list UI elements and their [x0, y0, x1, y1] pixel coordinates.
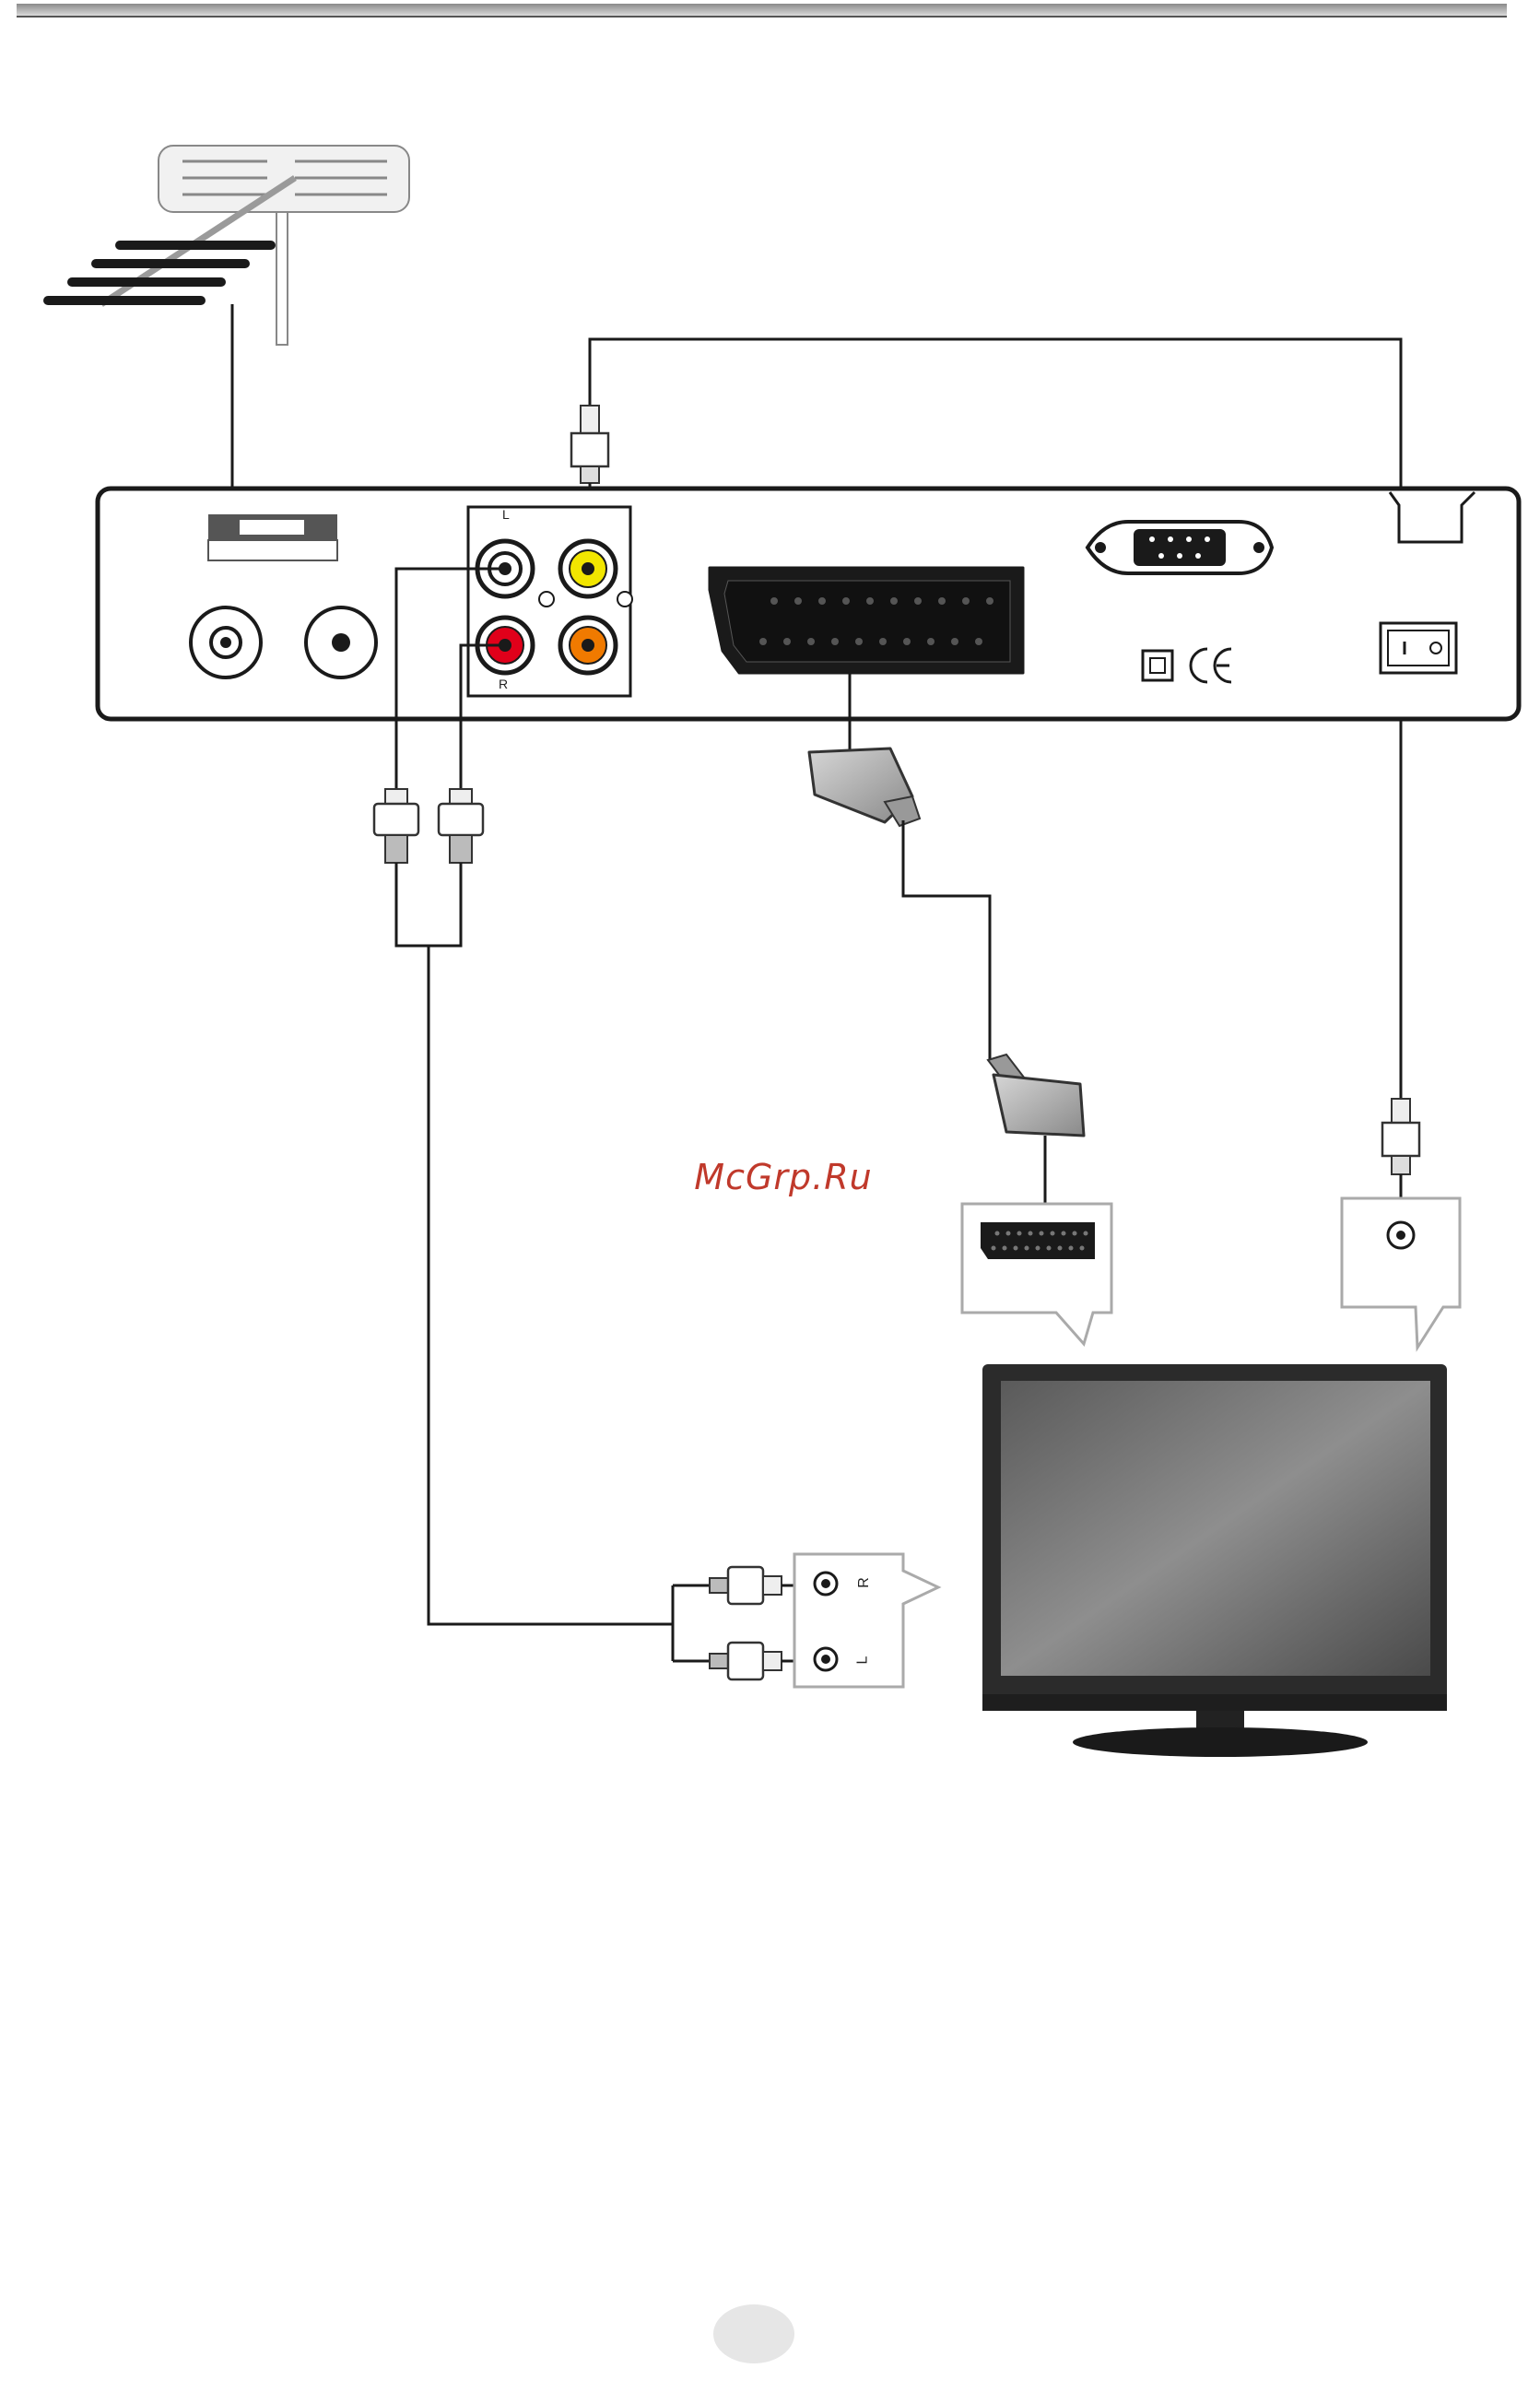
scart-plug-icon — [809, 748, 920, 826]
tv-audio-right-port — [815, 1573, 837, 1595]
tv-audio-right-label: R — [856, 1577, 873, 1588]
tv-icon — [982, 1364, 1447, 1757]
watermark: McGrp.Ru — [673, 1157, 894, 1197]
tv-audio-left-port — [815, 1648, 837, 1670]
digital-audio-jack[interactable] — [560, 618, 616, 673]
power-cord-notch — [1390, 492, 1475, 542]
tv-rf-port — [1388, 1222, 1414, 1248]
scart-trunk-cable — [903, 820, 990, 1060]
double-insulation-icon — [1143, 651, 1172, 680]
scart-port[interactable] — [710, 568, 1023, 673]
audio-trunk-cable — [429, 946, 673, 1624]
scart-plug-icon — [988, 1055, 1084, 1136]
rf-out-port[interactable] — [306, 607, 376, 678]
serial-port-icon — [1087, 522, 1272, 573]
receiver-rear-panel — [98, 489, 1519, 719]
rf-in-port[interactable] — [191, 607, 261, 678]
power-switch-icon[interactable] — [1381, 623, 1456, 673]
rca-plug-icon — [439, 789, 483, 863]
audio-left-label: L — [502, 507, 510, 522]
tv-scart-port — [981, 1222, 1095, 1259]
audio-pair-cable — [396, 863, 461, 946]
page-number-badge — [713, 2304, 794, 2363]
rca-plug-icon — [374, 789, 418, 863]
audio-right-label: R — [499, 677, 508, 691]
video-jack[interactable] — [560, 541, 616, 596]
tv-audio-left-label: L — [854, 1656, 871, 1665]
tv-audio-callout — [794, 1554, 938, 1687]
header-bar — [17, 4, 1507, 17]
tv-rf-callout — [1342, 1198, 1460, 1348]
antenna-icon — [48, 146, 409, 345]
